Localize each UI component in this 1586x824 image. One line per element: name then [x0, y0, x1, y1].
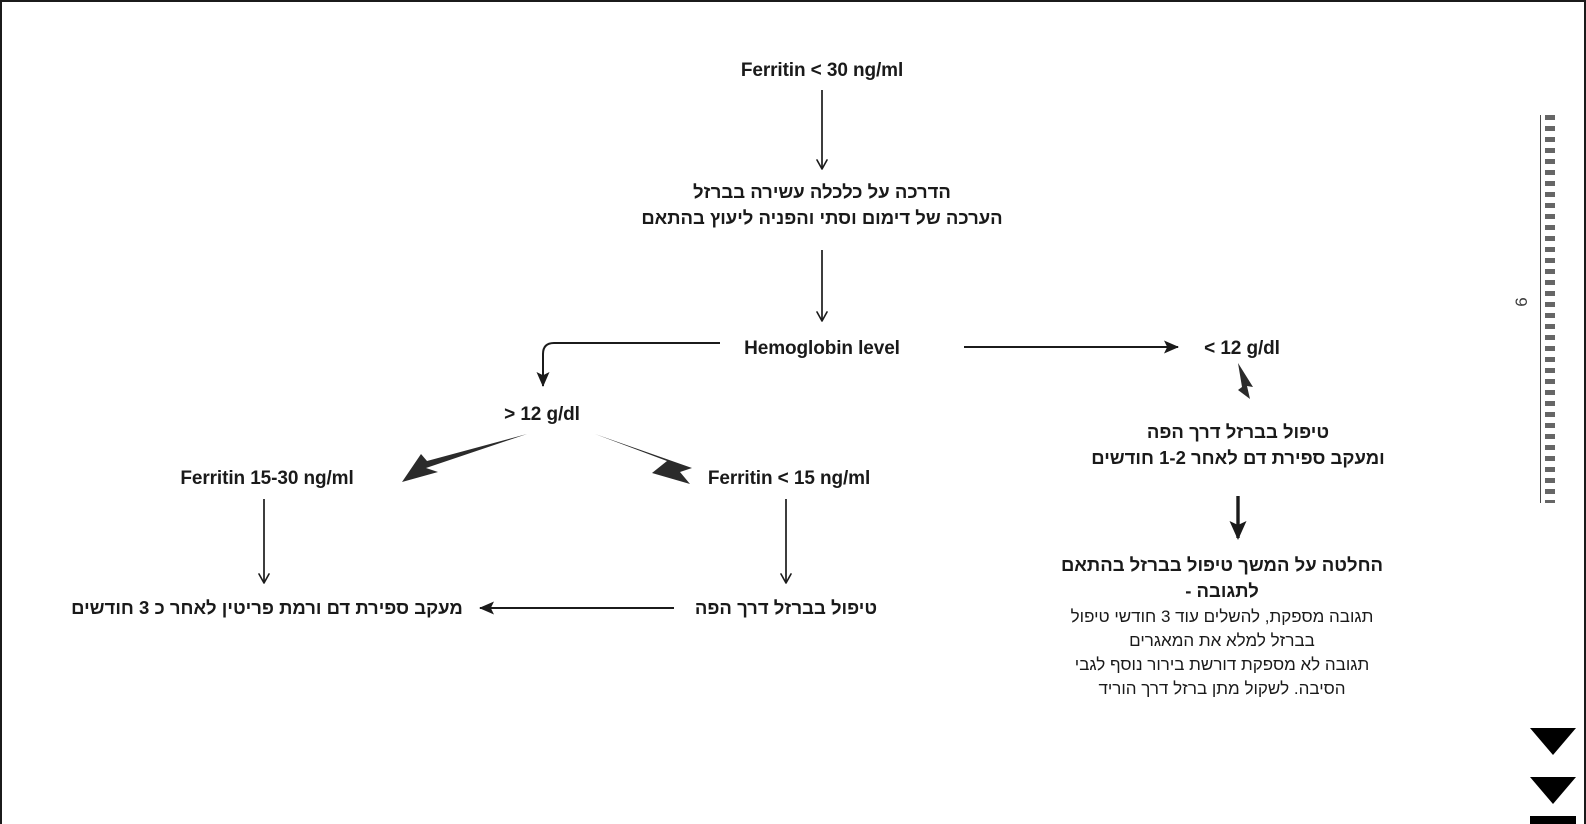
node-treatment-continuation-decision: החלטה על המשך טיפול בברזל בהתאם לתגובה -…: [1048, 552, 1396, 701]
node-hemoglobin-level: Hemoglobin level: [744, 338, 900, 359]
oral-iron-right-line-1: טיפול בברזל דרך הפה: [1146, 421, 1330, 442]
triangle-down-icon-2: [1530, 777, 1576, 804]
connector-hb-high-to-ferritin-15-30: [402, 434, 527, 482]
education-line-2: הערכה של דימום וסתי והפניה ליעוץ בהתאם: [641, 207, 1003, 229]
node-oral-iron-treatment-with-followup: טיפול בברזל דרך הפה ומעקב ספירת דם לאחר …: [1078, 419, 1398, 472]
decision-body-line-2: בברזל למלא את המאגרים: [1129, 630, 1315, 650]
margin-dotted-text: [1545, 115, 1555, 503]
connector-hb-low-to-oral-iron: [1238, 363, 1253, 399]
decision-body-line-4: הסיבה. לשקול מתן ברזל דרך הוריד: [1098, 678, 1346, 698]
connector-hemoglobin-to-hb-high: [536, 342, 720, 387]
decision-heading-line-1: החלטה על המשך טיפול בברזל בהתאם: [1060, 554, 1384, 575]
decision-heading-line-2: לתגובה -: [1185, 580, 1259, 602]
triangle-down-icon-1: [1530, 728, 1576, 755]
decision-body-line-3: תגובה לא מספקת דורשת בירור נוסף לגבי: [1074, 654, 1370, 674]
node-ferritin-under-30: Ferritin < 30 ng/ml: [740, 60, 904, 81]
node-followup-cbc-ferritin-3-months: מעקב ספירת דם ורמת פריטין לאחר כ 3 חודשי…: [71, 597, 463, 618]
bottom-black-bar: [1530, 816, 1576, 824]
node-oral-iron-treatment: טיפול בברזל דרך הפה: [694, 597, 878, 618]
education-line-1: הדרכה על כלכלה עשירה בברזל: [693, 181, 951, 202]
node-ferritin-under-15: Ferritin < 15 ng/ml: [707, 468, 871, 489]
oral-iron-right-line-2: ומעקב ספירת דם לאחר 1-2 חודשים: [1091, 447, 1385, 469]
node-hb-above-12: > 12 g/dl: [504, 404, 580, 425]
node-ferritin-15-30: Ferritin 15-30 ng/ml: [180, 468, 354, 489]
node-iron-rich-diet-education: הדרכה על כלכלה עשירה בברזל הערכה של דימו…: [602, 179, 1042, 232]
decision-body-line-1: תגובה מספקת, להשלים עוד 3 חודשי טיפול: [1070, 606, 1374, 626]
node-hb-below-12: < 12 g/dl: [1204, 338, 1280, 359]
page-number: 6: [1512, 297, 1531, 307]
margin-vertical-rule: [1540, 115, 1541, 503]
